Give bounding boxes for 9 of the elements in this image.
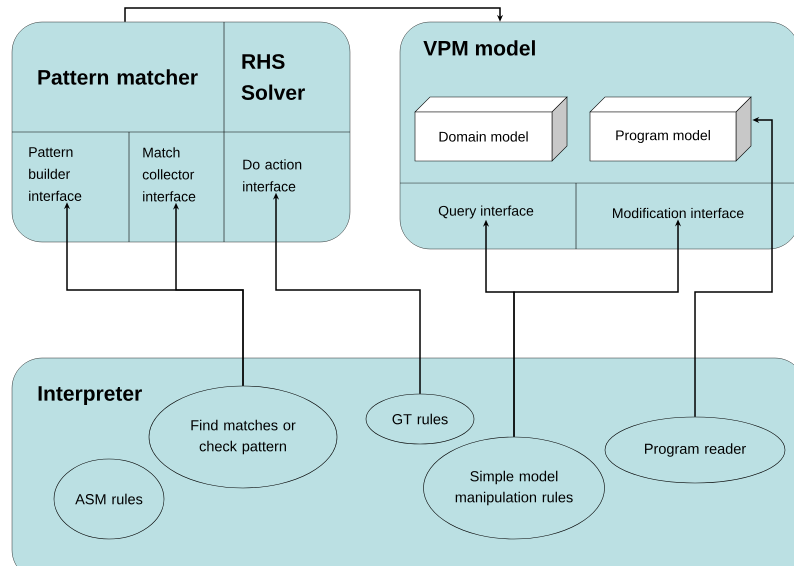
interface-label: Modification interface <box>613 208 744 218</box>
interface-label: Do action interface <box>243 159 302 192</box>
interface-label: Pattern builder interface <box>29 147 82 201</box>
interface-label: Match collector interface <box>142 147 196 202</box>
heading: RHS Solver <box>242 54 305 100</box>
panel <box>12 22 350 242</box>
connector-arrow <box>124 7 504 22</box>
heading: Pattern matcher <box>38 69 198 85</box>
interface-label: Query interface <box>438 205 534 219</box>
